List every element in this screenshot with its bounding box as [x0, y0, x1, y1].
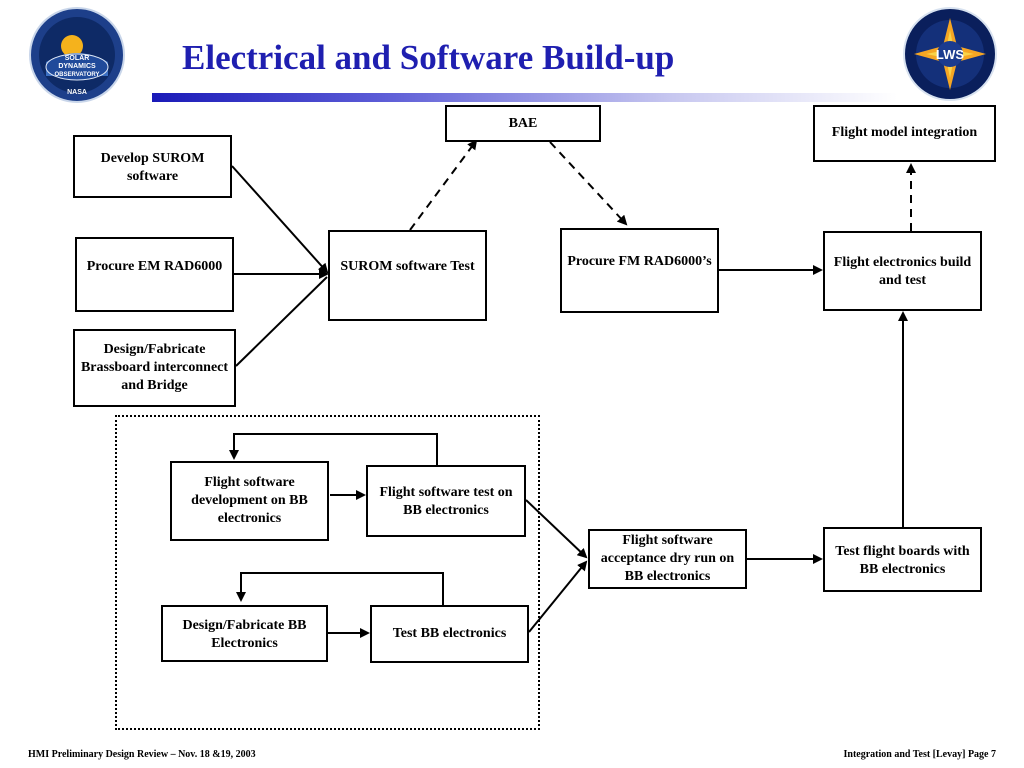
node-label: Test flight boards with BB electronics [835, 544, 970, 577]
node-surom-software-test: SUROM software Test [328, 230, 487, 321]
solar-dynamics-observatory-logo: SOLAR DYNAMICS OBSERVATORY NASA [28, 6, 126, 104]
node-label: Procure FM RAD6000’s [567, 254, 712, 269]
bb-electronics-group-frame [115, 415, 540, 730]
node-label: Flight software development on BB electr… [191, 475, 308, 526]
connector-brassboard-to-surom [235, 276, 328, 367]
node-design-fabricate-brassboard: Design/Fabricate Brassboard interconnect… [73, 329, 236, 407]
node-design-fabricate-bb-electronics: Design/Fabricate BB Electronics [161, 605, 328, 662]
connector-sw-test-to-acceptance [525, 499, 588, 559]
footer-left: HMI Preliminary Design Review – Nov. 18 … [28, 749, 256, 760]
node-label: SUROM software Test [340, 259, 475, 274]
node-label: Design/Fabricate BB Electronics [182, 618, 307, 651]
node-procure-fm-rad6000s: Procure FM RAD6000’s [560, 228, 719, 313]
lws-logo-text: LWS [936, 47, 964, 62]
sdo-logo-footer: NASA [67, 89, 87, 96]
footer-right: Integration and Test [Levay] Page 7 [843, 749, 997, 760]
node-flight-software-acceptance: Flight software acceptance dry run on BB… [588, 529, 747, 589]
sdo-logo-line-3: OBSERVATORY [54, 72, 99, 78]
node-test-flight-boards: Test flight boards with BB electronics [823, 527, 982, 592]
node-flight-electronics-build-and-test: Flight electronics build and test [823, 231, 982, 311]
sdo-logo-line-2: DYNAMICS [58, 63, 96, 70]
node-develop-surom-software: Develop SUROM software [73, 135, 232, 198]
connector-bae-to-procure-fm [549, 141, 628, 226]
node-label: Develop SUROM software [100, 151, 205, 184]
connector-test-bb-to-acceptance [528, 560, 588, 633]
node-bae: BAE [445, 105, 601, 142]
connector-sw-test-loop-back [229, 433, 438, 465]
node-label: Test BB electronics [392, 626, 507, 641]
connector-surom-to-bae [409, 139, 478, 231]
node-flight-model-integration: Flight model integration [813, 105, 996, 162]
node-test-bb-electronics: Test BB electronics [370, 605, 529, 663]
node-label: Design/Fabricate Brassboard interconnect… [80, 342, 229, 393]
node-label: Flight electronics build and test [833, 255, 972, 288]
sdo-logo-line-1: SOLAR [65, 55, 90, 62]
node-label: Flight model integration [831, 125, 978, 140]
title-underline-bar [152, 93, 897, 102]
node-label: Flight software test on BB electronics [379, 485, 513, 518]
node-flight-software-test: Flight software test on BB electronics [366, 465, 526, 537]
connector-test-bb-loop-back [236, 572, 444, 605]
connector-develop-to-surom [231, 165, 329, 274]
node-label: Flight software acceptance dry run on BB… [600, 533, 735, 584]
node-label: BAE [508, 116, 538, 131]
node-label: Procure EM RAD6000 [86, 259, 223, 274]
living-with-a-star-logo: LWS [900, 4, 1000, 104]
node-flight-software-development: Flight software development on BB electr… [170, 461, 329, 541]
slide-title: Electrical and Software Build-up [182, 38, 675, 77]
node-procure-em-rad6000: Procure EM RAD6000 [75, 237, 234, 312]
